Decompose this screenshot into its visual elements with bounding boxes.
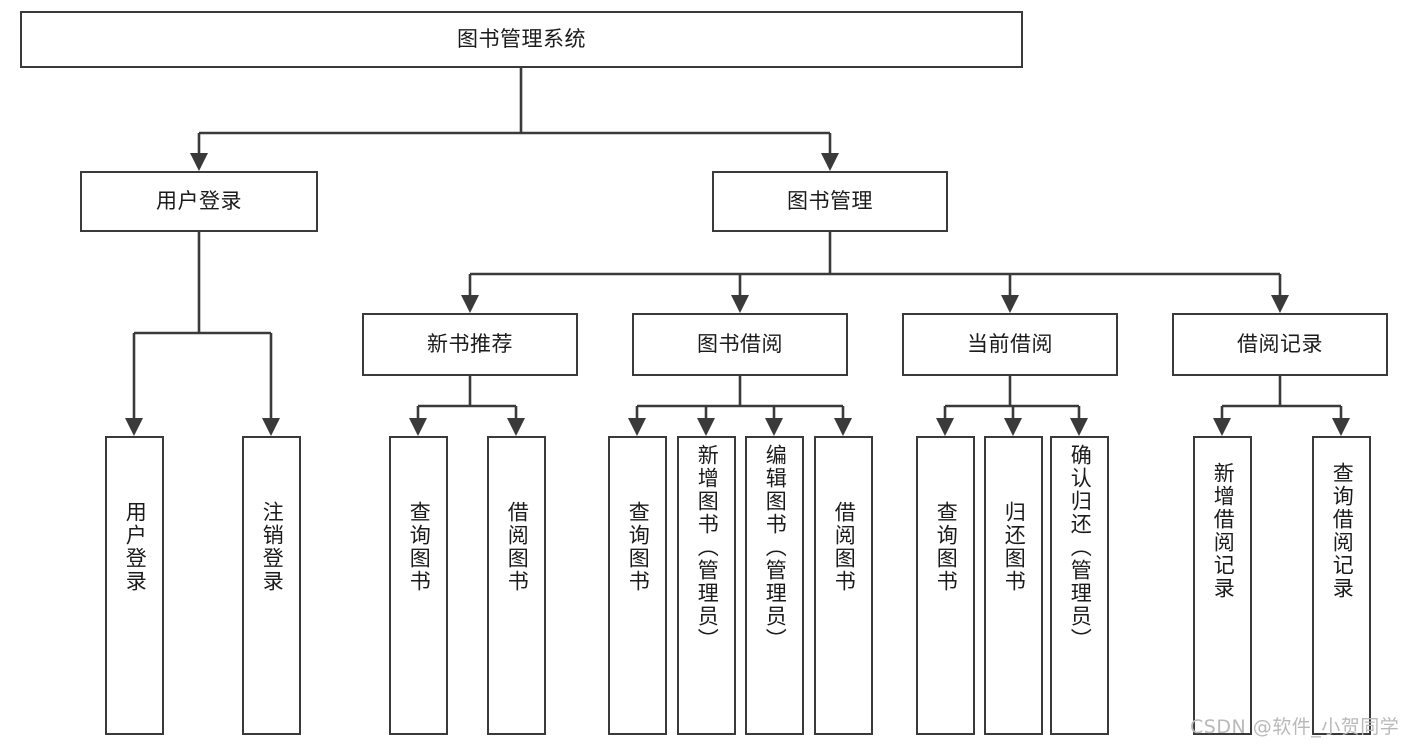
node-borrow-record[interactable]: 借阅记录 xyxy=(1172,313,1388,376)
node-book-manage-label: 图书管理 xyxy=(787,189,873,214)
node-leaf-query-book-cur-label: 查询图书 xyxy=(934,501,959,593)
node-leaf-query-book-cur[interactable]: 查询图书 xyxy=(916,436,975,735)
node-leaf-borrow-book-rec-label: 借阅图书 xyxy=(505,501,530,593)
node-leaf-borrow-book-rec[interactable]: 借阅图书 xyxy=(487,436,546,735)
node-leaf-query-record-label: 查询借阅记录 xyxy=(1330,462,1355,600)
node-leaf-add-record[interactable]: 新增借阅记录 xyxy=(1193,436,1252,735)
node-leaf-query-record[interactable]: 查询借阅记录 xyxy=(1312,436,1371,735)
node-new-book-rec-label: 新书推荐 xyxy=(427,332,513,357)
node-leaf-return-book-label: 归还图书 xyxy=(1002,501,1027,593)
node-book-borrow-label: 图书借阅 xyxy=(697,332,783,357)
node-leaf-confirm-return-label: 确认归还（管理员） xyxy=(1068,444,1093,651)
node-leaf-add-book[interactable]: 新增图书（管理员） xyxy=(677,436,736,735)
node-current-borrow[interactable]: 当前借阅 xyxy=(902,313,1118,376)
node-leaf-edit-book-label: 编辑图书（管理员） xyxy=(763,444,788,651)
node-leaf-user-login-label: 用户登录 xyxy=(123,501,148,593)
node-leaf-return-book[interactable]: 归还图书 xyxy=(984,436,1043,735)
node-leaf-borrow-book[interactable]: 借阅图书 xyxy=(814,436,873,735)
node-leaf-user-login[interactable]: 用户登录 xyxy=(105,436,164,735)
csdn-watermark: CSDN @软件_小贺同学 xyxy=(1190,716,1400,738)
node-leaf-query-book-borrow-label: 查询图书 xyxy=(626,501,651,593)
node-leaf-confirm-return[interactable]: 确认归还（管理员） xyxy=(1050,436,1109,735)
node-root[interactable]: 图书管理系统 xyxy=(20,11,1023,68)
node-leaf-query-book-rec-label: 查询图书 xyxy=(407,501,432,593)
node-book-borrow[interactable]: 图书借阅 xyxy=(632,313,848,376)
node-leaf-query-book-rec[interactable]: 查询图书 xyxy=(389,436,448,735)
node-leaf-logout-label: 注销登录 xyxy=(260,501,285,593)
node-user-login[interactable]: 用户登录 xyxy=(80,171,318,232)
node-leaf-query-book-borrow[interactable]: 查询图书 xyxy=(608,436,667,735)
node-current-borrow-label: 当前借阅 xyxy=(967,332,1053,357)
node-leaf-add-record-label: 新增借阅记录 xyxy=(1211,462,1236,600)
node-leaf-logout[interactable]: 注销登录 xyxy=(242,436,301,735)
node-root-label: 图书管理系统 xyxy=(457,27,586,52)
node-new-book-rec[interactable]: 新书推荐 xyxy=(362,313,578,376)
node-book-manage[interactable]: 图书管理 xyxy=(712,171,948,232)
node-leaf-borrow-book-label: 借阅图书 xyxy=(832,501,857,593)
node-leaf-edit-book[interactable]: 编辑图书（管理员） xyxy=(745,436,804,735)
node-leaf-add-book-label: 新增图书（管理员） xyxy=(695,444,720,651)
node-user-login-label: 用户登录 xyxy=(156,189,242,214)
node-borrow-record-label: 借阅记录 xyxy=(1237,332,1323,357)
